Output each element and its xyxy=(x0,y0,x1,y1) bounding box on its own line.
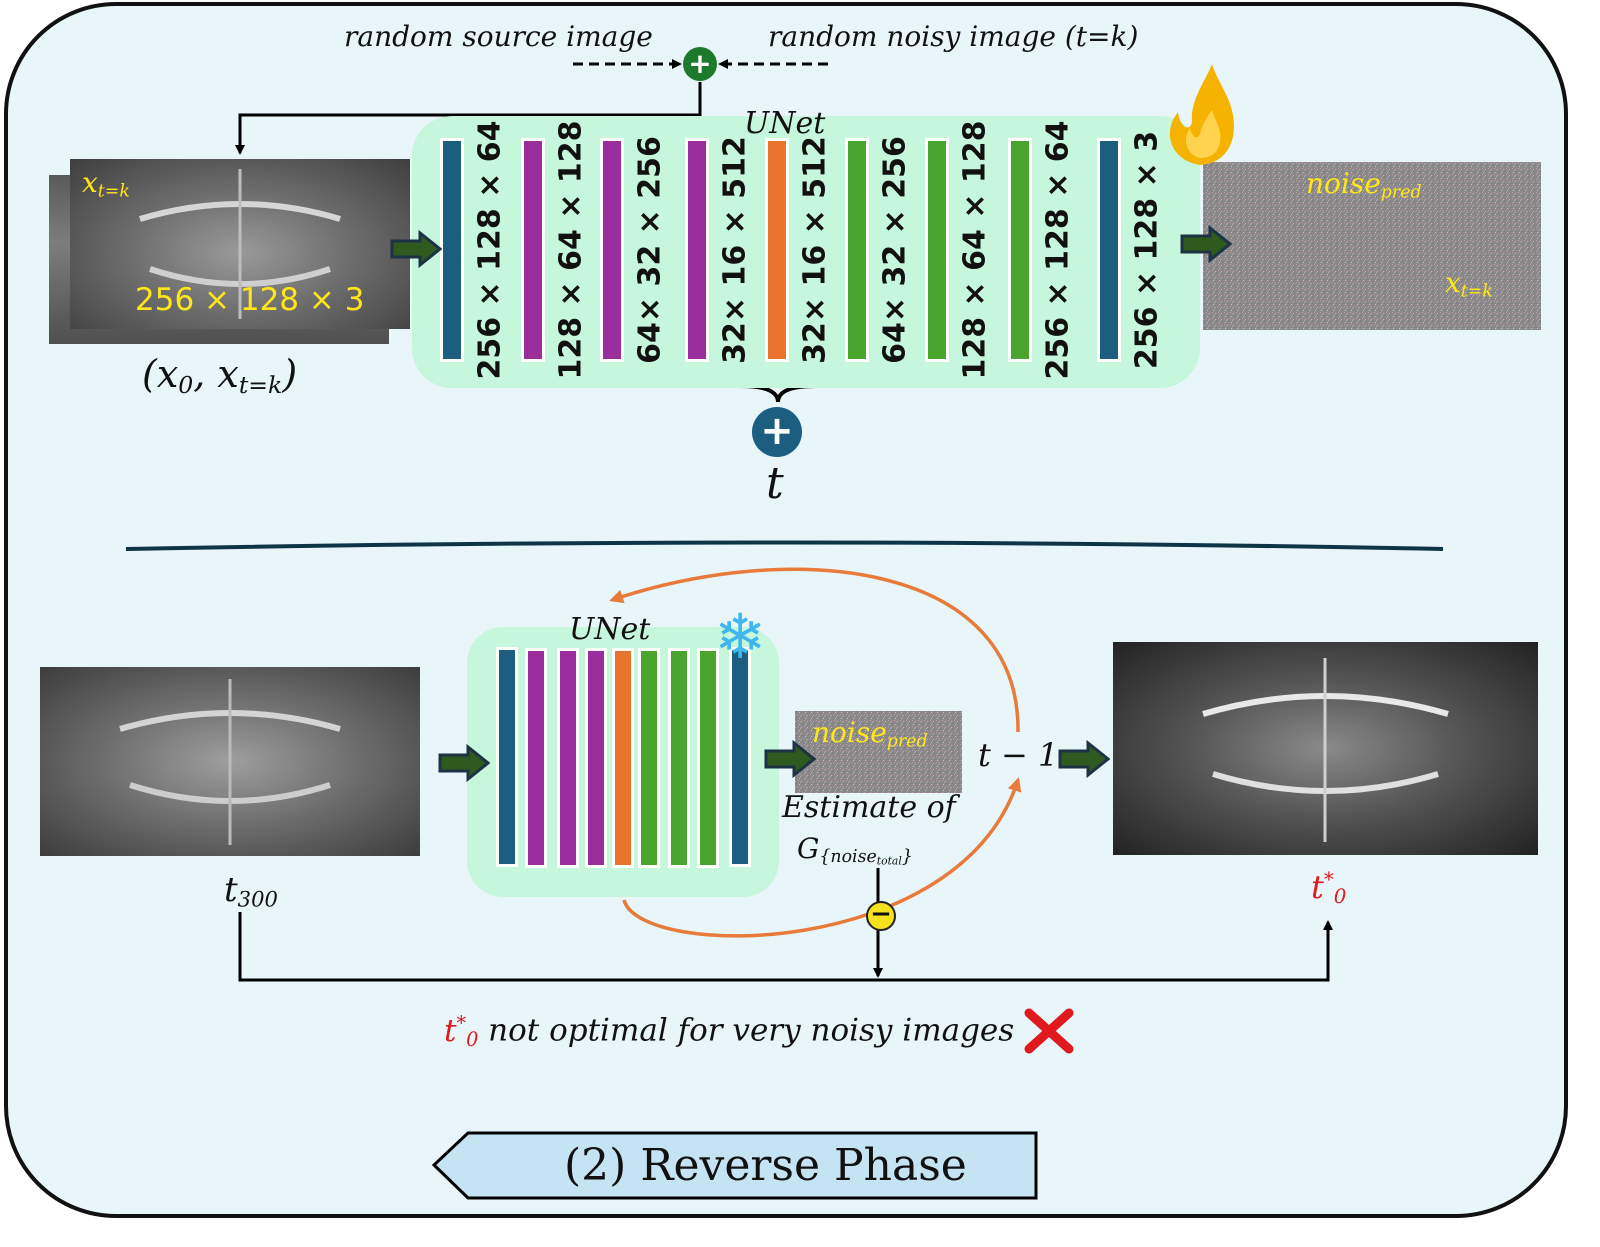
unet-top-bar-label-1: 256 × 128 × 64 xyxy=(472,120,508,380)
unet-bottom-bar-9 xyxy=(729,647,751,867)
unet-bottom-bar-1 xyxy=(496,647,518,867)
noise-pred-label-bottom: noisepred xyxy=(812,716,928,752)
random-noisy-label: random noisy image (t=k) xyxy=(768,20,1139,53)
unet-top-bar-3 xyxy=(600,138,624,362)
noise-pred-label-top: noisepred xyxy=(1306,167,1422,203)
subtract-minus-icon: − xyxy=(866,901,896,931)
step-label: t − 1 xyxy=(978,736,1059,774)
timestep-label: t xyxy=(766,458,784,509)
unet-bottom-bar-2 xyxy=(525,648,547,868)
unet-top-bar-4 xyxy=(685,138,709,362)
flow-arrow-t300-to-unet xyxy=(438,744,490,782)
unet-top-bar-8 xyxy=(1008,138,1032,362)
unet-bottom-bar-4 xyxy=(585,648,607,868)
random-source-label: random source image xyxy=(344,20,653,53)
unet-top-bar-label-4: 32× 16 × 512 xyxy=(717,136,753,364)
teeth-sketch-bottom xyxy=(119,679,341,845)
unet-top-bar-label-2: 128 × 64 × 128 xyxy=(553,120,589,380)
xray-denoised-output xyxy=(1113,642,1538,855)
flow-arrow-unet-to-noise-bottom xyxy=(764,740,816,778)
unet-top-bar-9 xyxy=(1097,138,1121,362)
t0-star-output-label: t*0 xyxy=(1311,868,1347,908)
loop-arrow-top xyxy=(609,567,1020,733)
xray-noisy-input xyxy=(40,667,420,856)
loop-arrow-bottom xyxy=(622,777,1022,938)
flow-arrow-step-to-output xyxy=(1058,740,1110,778)
flow-arrow-unet-to-noise xyxy=(1180,225,1232,263)
section-divider xyxy=(125,540,1444,551)
timestep-plus-icon: + xyxy=(752,407,802,457)
unet-bottom-title: UNet xyxy=(569,612,651,647)
estimate-line2: G{noisetotal} xyxy=(797,832,913,869)
unet-top-bar-7 xyxy=(925,138,949,362)
unet-top-bar-label-5: 32× 16 × 512 xyxy=(797,136,833,364)
unet-top-bar-label-6: 64× 32 × 256 xyxy=(877,136,913,364)
unet-bottom-bar-5 xyxy=(612,648,634,868)
unet-top-bar-label-8: 256 × 128 × 64 xyxy=(1040,120,1076,380)
not-optimal-note: t*0 not optimal for very noisy images xyxy=(444,1011,1015,1051)
pair-caption: (x0, xt=k) xyxy=(142,352,298,399)
noise-pred-image-bottom xyxy=(795,711,962,793)
unet-bottom-bar-7 xyxy=(668,648,690,868)
teeth-sketch-output xyxy=(1202,658,1449,842)
unet-bottom-bar-3 xyxy=(557,648,579,868)
unet-top-bar-2 xyxy=(521,138,545,362)
combine-to-input-arrow xyxy=(235,82,702,155)
unet-bottom-bar-8 xyxy=(697,648,719,868)
unet-top-bar-label-7: 128 × 64 × 128 xyxy=(957,120,993,380)
noise-xt-label: xt=k xyxy=(1445,266,1493,302)
unet-top-bar-label-3: 64× 32 × 256 xyxy=(632,136,668,364)
unet-top-title: UNet xyxy=(744,106,826,141)
phase-banner xyxy=(431,1131,1038,1200)
estimate-line1: Estimate of xyxy=(782,790,956,825)
flow-arrow-input-to-unet xyxy=(390,230,442,268)
xray-image-front xyxy=(70,159,410,329)
input-xt-label: xt=k xyxy=(82,166,130,202)
unet-top-bar-6 xyxy=(845,138,869,362)
unet-top-bar-5 xyxy=(765,138,789,362)
t300-label: t300 xyxy=(224,870,278,912)
unet-top-bar-1 xyxy=(440,138,464,362)
bottom-route-line xyxy=(238,912,1333,982)
input-dims-label: 256 × 128 × 3 xyxy=(135,282,365,318)
teeth-sketch xyxy=(139,169,341,319)
snowflake-icon: ❄ xyxy=(714,600,766,673)
combine-plus-icon: + xyxy=(683,47,717,81)
flame-icon xyxy=(1169,64,1234,165)
unet-bottom-bar-6 xyxy=(638,648,660,868)
phase-title: (2) Reverse Phase xyxy=(564,1140,967,1191)
noise-pred-image-top xyxy=(1203,162,1541,330)
cross-mark-icon xyxy=(1024,1008,1074,1054)
